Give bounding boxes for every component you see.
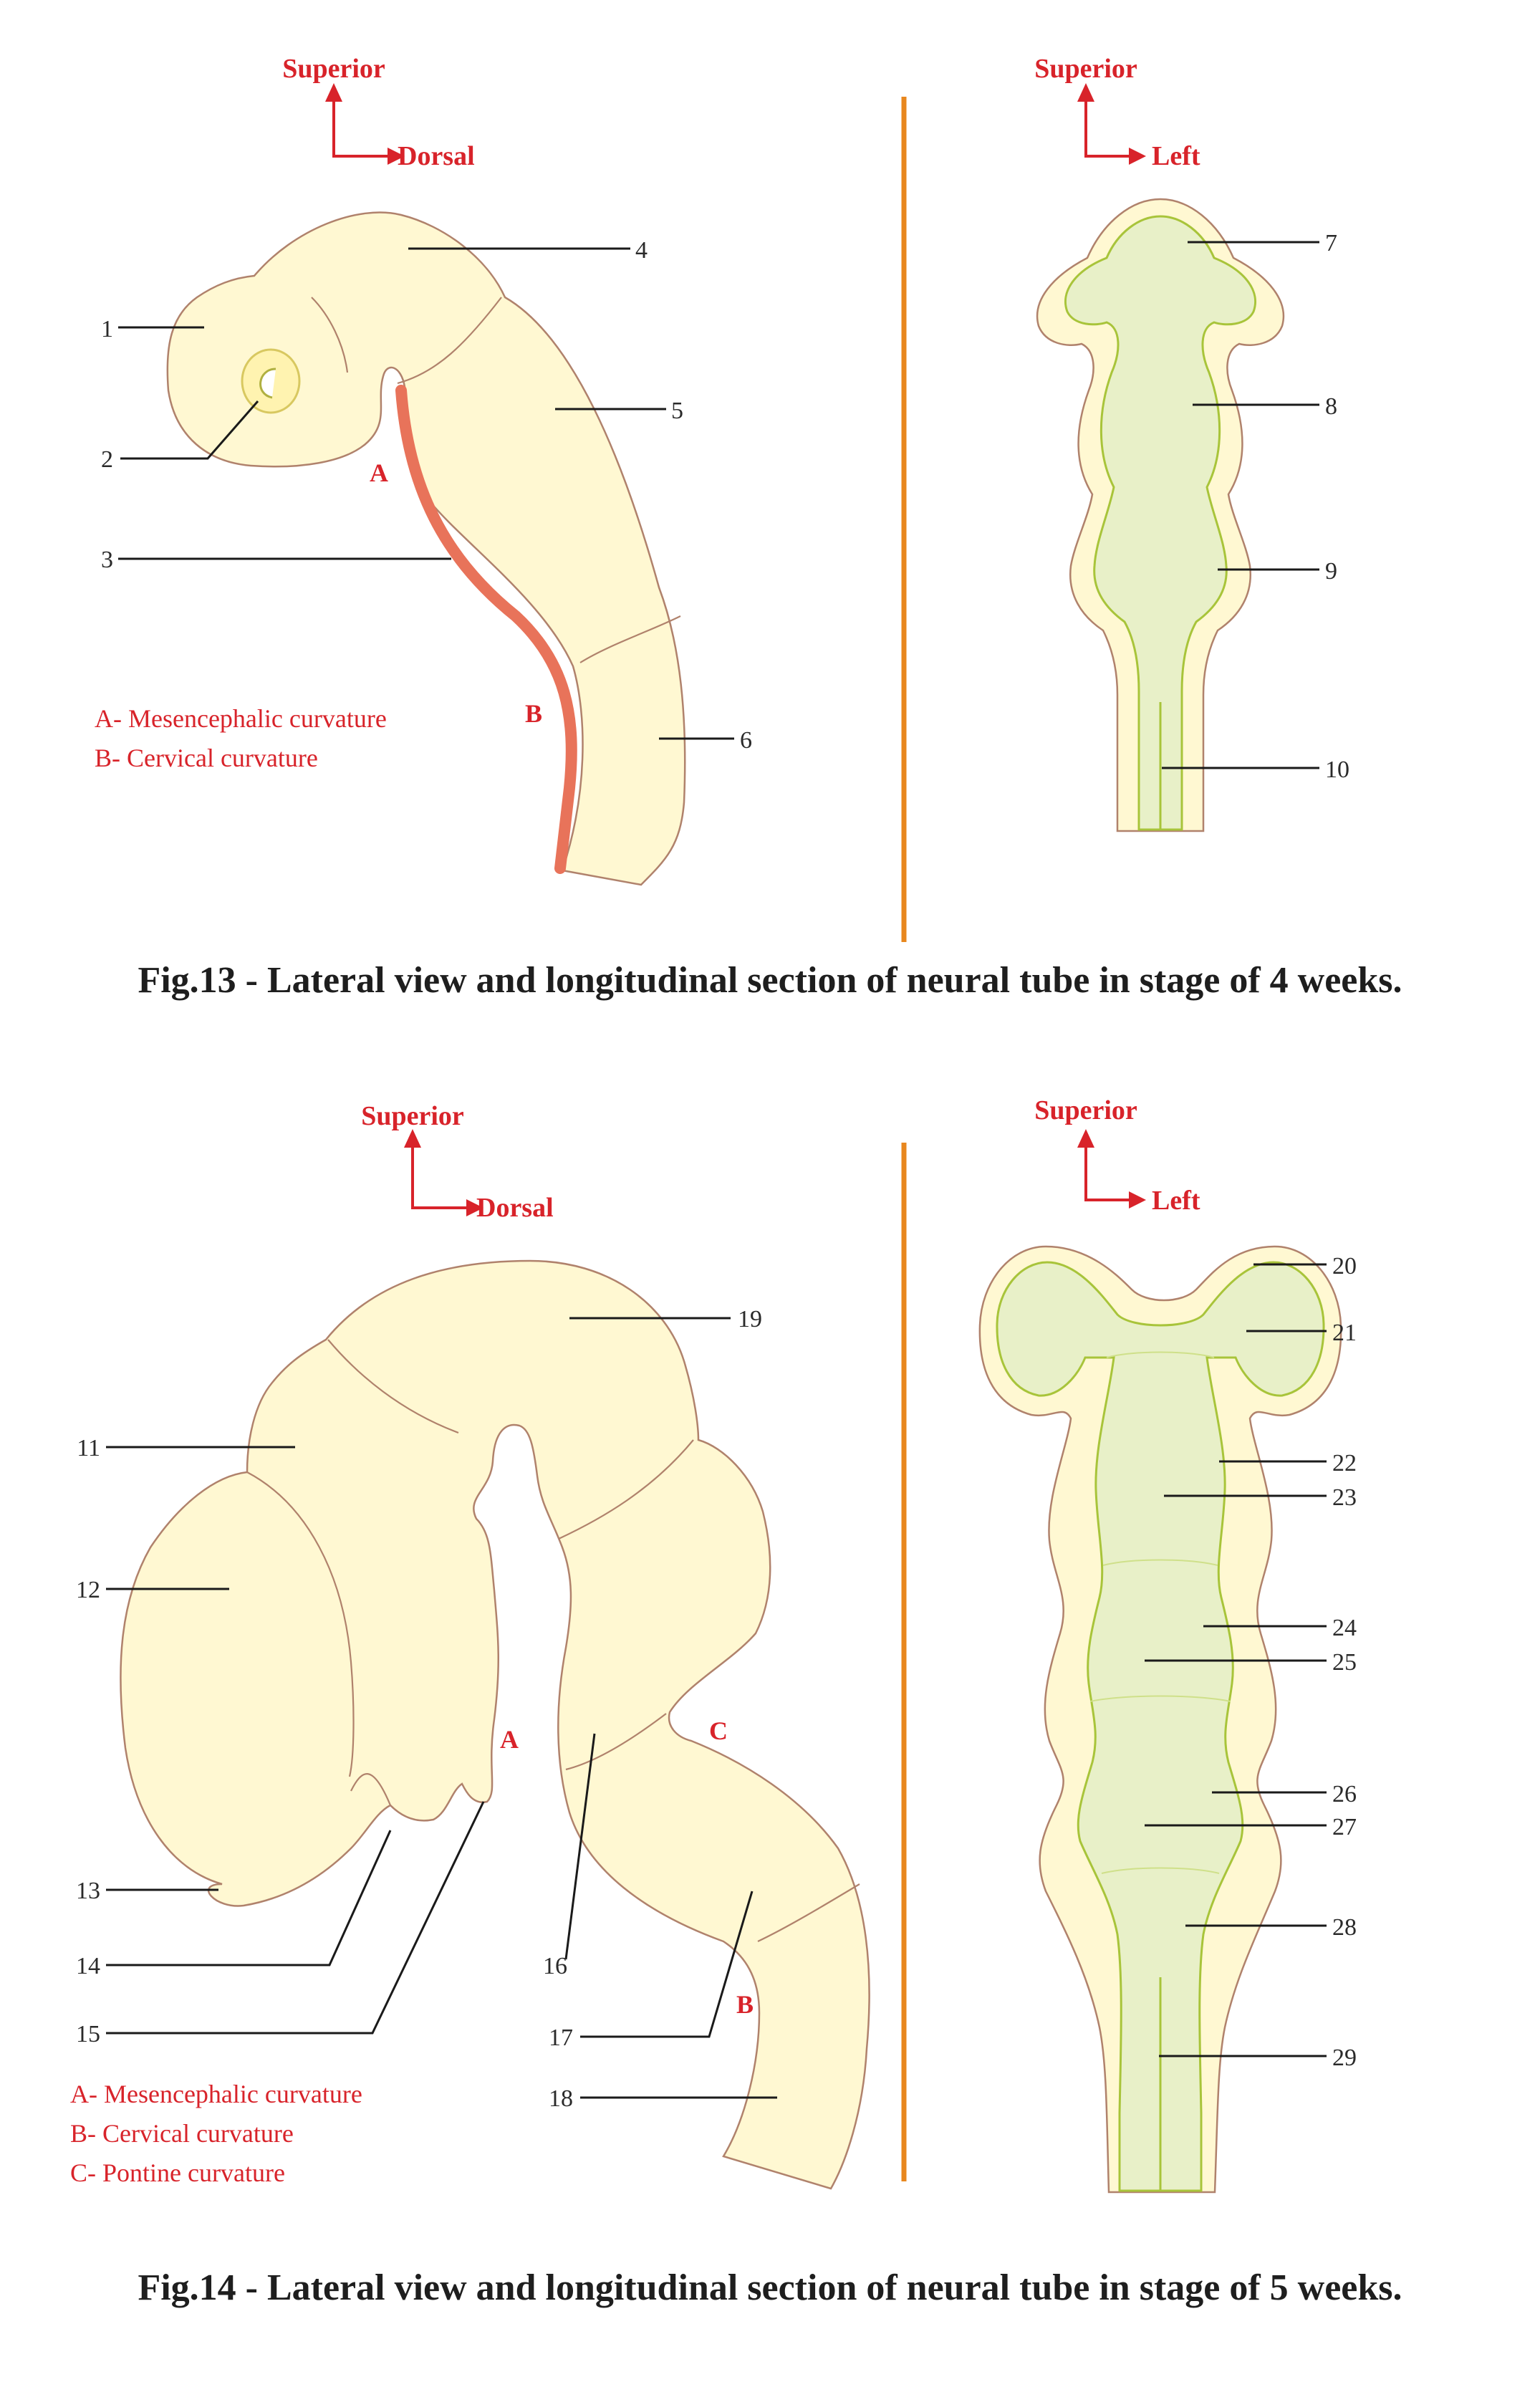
notochord bbox=[395, 385, 577, 874]
fig13-section-tube bbox=[1036, 198, 1285, 832]
label-9: 9 bbox=[1325, 558, 1337, 585]
axis-label-left: Left bbox=[1152, 1186, 1200, 1216]
label-23: 23 bbox=[1332, 1484, 1357, 1511]
label-28: 28 bbox=[1332, 1914, 1357, 1941]
fig13-section-orientation: Superior Left bbox=[1034, 54, 1200, 171]
fig13-caption: Fig.13 - Lateral view and longitudinal s… bbox=[138, 960, 1402, 1001]
fig14-lateral-tube bbox=[120, 1259, 870, 2190]
label-14: 14 bbox=[76, 1953, 100, 1979]
fig14-lateral-orientation: Superior Dorsal bbox=[361, 1101, 553, 1223]
axis-label-dorsal: Dorsal bbox=[476, 1193, 554, 1223]
curvature-mark-b: B bbox=[736, 1990, 754, 2019]
axis-label-superior: Superior bbox=[282, 54, 385, 84]
fig14-section-tube bbox=[978, 1245, 1342, 2194]
fig14: Superior Dorsal 11 12 13 14 15 bbox=[70, 1095, 1402, 2308]
label-8: 8 bbox=[1325, 393, 1337, 420]
label-29: 29 bbox=[1332, 2045, 1357, 2071]
label-3: 3 bbox=[101, 547, 113, 573]
legend-item-c: C- Pontine curvature bbox=[70, 2158, 285, 2187]
curvature-mark-b: B bbox=[525, 699, 542, 728]
fig13-section-labels: 7 8 9 10 bbox=[1162, 230, 1349, 783]
axis-label-left: Left bbox=[1152, 141, 1200, 171]
fig14-section-orientation: Superior Left bbox=[1034, 1095, 1200, 1216]
label-15: 15 bbox=[76, 2021, 100, 2047]
curvature-mark-c: C bbox=[709, 1716, 728, 1745]
label-12: 12 bbox=[76, 1577, 100, 1603]
fig13-lateral-labels: 1 2 3 4 5 6 A B A- Mesencephalic curvatu… bbox=[95, 237, 752, 772]
label-19: 19 bbox=[738, 1306, 762, 1332]
label-25: 25 bbox=[1332, 1649, 1357, 1676]
label-2: 2 bbox=[101, 446, 113, 473]
label-13: 13 bbox=[76, 1878, 100, 1904]
label-7: 7 bbox=[1325, 230, 1337, 256]
axis-label-superior: Superior bbox=[361, 1101, 464, 1131]
legend-item-a: A- Mesencephalic curvature bbox=[95, 704, 387, 733]
curvature-mark-a: A bbox=[500, 1725, 519, 1754]
label-16: 16 bbox=[543, 1953, 567, 1979]
axis-label-superior: Superior bbox=[1034, 54, 1137, 84]
fig13-lateral-tube bbox=[166, 211, 686, 886]
fig14-caption: Fig.14 - Lateral view and longitudinal s… bbox=[138, 2267, 1402, 2308]
label-17: 17 bbox=[549, 2025, 573, 2051]
label-5: 5 bbox=[671, 398, 683, 424]
legend-item-b: B- Cervical curvature bbox=[70, 2119, 294, 2148]
label-11: 11 bbox=[77, 1435, 100, 1461]
axis-label-superior: Superior bbox=[1034, 1095, 1137, 1125]
label-26: 26 bbox=[1332, 1781, 1357, 1807]
axis-label-dorsal: Dorsal bbox=[398, 141, 475, 171]
fig14-lateral-labels: 11 12 13 14 15 16 17 18 19 A B C A- Mese… bbox=[70, 1306, 777, 2187]
label-22: 22 bbox=[1332, 1450, 1357, 1476]
label-6: 6 bbox=[740, 727, 752, 754]
curvature-mark-a: A bbox=[370, 458, 388, 487]
label-18: 18 bbox=[549, 2085, 573, 2112]
label-21: 21 bbox=[1332, 1320, 1357, 1346]
label-20: 20 bbox=[1332, 1253, 1357, 1279]
label-1: 1 bbox=[101, 316, 113, 342]
label-4: 4 bbox=[635, 237, 648, 264]
fig13: Superior Dorsal 1 2 3 4 5 6 bbox=[95, 54, 1402, 1001]
label-24: 24 bbox=[1332, 1615, 1357, 1641]
fig13-lateral-orientation: Superior Dorsal bbox=[282, 54, 474, 171]
legend-item-b: B- Cervical curvature bbox=[95, 744, 318, 772]
legend-item-a: A- Mesencephalic curvature bbox=[70, 2080, 362, 2108]
label-27: 27 bbox=[1332, 1814, 1357, 1840]
label-10: 10 bbox=[1325, 757, 1349, 783]
fig14-section-labels: 20 21 22 23 24 25 26 27 28 29 bbox=[1145, 1253, 1357, 2071]
